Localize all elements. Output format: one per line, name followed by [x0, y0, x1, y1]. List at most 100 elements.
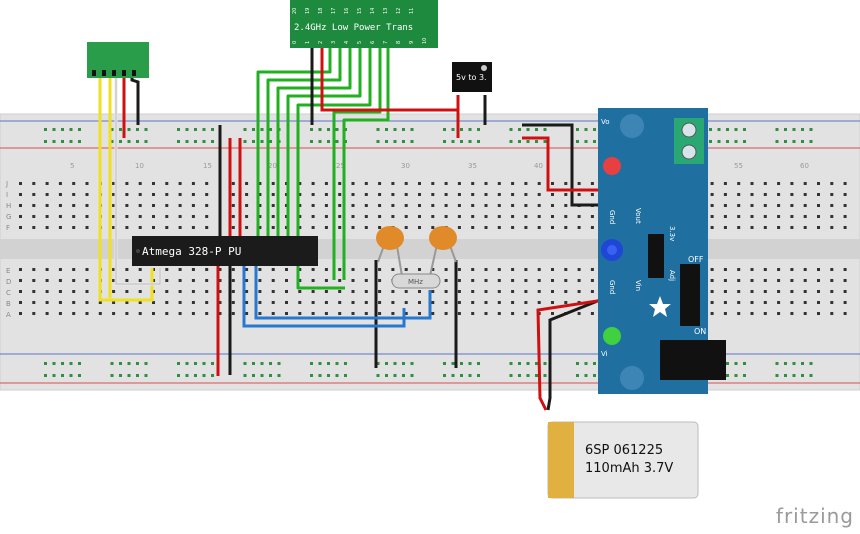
breadboard-hole: [351, 301, 355, 304]
breadboard-hole: [457, 290, 461, 293]
breadboard-hole: [327, 128, 330, 131]
breadboard-hole: [245, 215, 249, 218]
breadboard-hole: [784, 140, 787, 143]
breadboard-hole: [777, 301, 781, 304]
breadboard-hole: [72, 301, 76, 304]
row-letter-D: D: [6, 278, 11, 286]
breadboard-hole: [138, 312, 142, 315]
breadboard-hole: [271, 226, 275, 229]
breadboard-hole: [298, 290, 302, 293]
breadboard-hole: [590, 215, 594, 218]
breadboard-hole: [165, 268, 169, 271]
breadboard-hole: [391, 312, 395, 315]
breadboard-hole: [378, 279, 382, 282]
breadboard-hole: [509, 128, 513, 131]
breadboard-hole: [243, 140, 247, 143]
breadboard-hole: [243, 362, 247, 365]
breadboard-hole: [484, 226, 488, 229]
breadboard-hole: [590, 193, 594, 196]
breadboard-hole: [471, 204, 475, 207]
breadboard-hole: [584, 374, 588, 377]
breadboard-hole: [165, 193, 169, 196]
breadboard-hole: [564, 301, 568, 304]
breadboard-hole: [298, 215, 302, 218]
breadboard-hole: [271, 215, 275, 218]
breadboard-hole: [318, 374, 322, 377]
breadboard-hole: [32, 226, 36, 229]
radio-pin-label: 2: [318, 41, 324, 44]
breadboard-hole: [777, 226, 781, 229]
breadboard-hole: [584, 128, 588, 131]
breadboard-hole: [404, 268, 408, 271]
breadboard-hole: [178, 268, 182, 271]
breadboard-hole: [119, 128, 122, 131]
breadboard-hole: [78, 128, 81, 131]
radio-pin-label: 9: [409, 41, 415, 44]
breadboard-hole: [509, 140, 513, 143]
radio-pin-label: 18: [318, 8, 324, 14]
breadboard-hole: [471, 182, 475, 185]
breadboard-hole: [524, 301, 528, 304]
radio-pin-label: 10: [422, 38, 428, 44]
breadboard-hole: [45, 312, 49, 315]
breadboard-hole: [543, 140, 547, 143]
pm-vout: Vout: [634, 208, 642, 224]
breadboard-hole: [298, 301, 302, 304]
breadboard-hole: [511, 215, 515, 218]
breadboard-hole: [258, 226, 262, 229]
breadboard-hole: [391, 182, 395, 185]
breadboard-hole: [809, 128, 813, 131]
breadboard-hole: [269, 140, 272, 143]
breadboard-hole: [178, 301, 182, 304]
breadboard-hole: [324, 215, 328, 218]
breadboard-hole: [112, 215, 116, 218]
breadboard-hole: [511, 279, 515, 282]
breadboard-hole: [737, 182, 741, 185]
breadboard-hole: [723, 204, 727, 207]
breadboard-hole: [311, 215, 315, 218]
breadboard-hole: [551, 193, 554, 196]
breadboard-hole: [511, 193, 515, 196]
breadboard-hole: [112, 290, 116, 293]
row-letter-A: A: [6, 311, 11, 319]
breadboard-hole: [205, 301, 209, 304]
breadboard-hole: [85, 193, 89, 196]
breadboard-hole: [205, 215, 209, 218]
breadboard-hole: [717, 140, 721, 143]
breadboard-hole: [526, 140, 530, 143]
fritzing-logo: fritzing: [775, 504, 854, 528]
breadboard-hole: [205, 182, 209, 185]
breadboard-hole: [710, 301, 714, 304]
breadboard-hole: [364, 204, 368, 207]
breadboard-hole: [830, 290, 834, 293]
blue-wires: [242, 265, 432, 328]
breadboard-hole: [750, 301, 754, 304]
breadboard-hole: [364, 312, 368, 315]
breadboard-hole: [119, 362, 122, 365]
breadboard-hole: [245, 182, 249, 185]
col-number-40: 40: [534, 162, 543, 170]
pm-3v3: 3.3v: [668, 226, 676, 241]
breadboard-hole: [830, 226, 834, 229]
breadboard-hole: [564, 290, 568, 293]
breadboard-hole: [404, 182, 408, 185]
breadboard-hole: [138, 290, 142, 293]
breadboard-hole: [178, 215, 182, 218]
green-wires: [256, 40, 390, 290]
breadboard-hole: [457, 204, 461, 207]
breadboard-hole: [535, 374, 538, 377]
breadboard-hole: [551, 226, 554, 229]
breadboard-hole: [211, 374, 214, 377]
breadboard-hole: [763, 204, 767, 207]
breadboard-hole: [32, 301, 36, 304]
breadboard-hole: [497, 268, 501, 271]
breadboard-hole: [551, 279, 554, 282]
breadboard-hole: [45, 193, 49, 196]
breadboard-hole: [431, 193, 435, 196]
breadboard-hole: [61, 362, 64, 365]
breadboard-hole: [19, 312, 22, 315]
breadboard-hole: [391, 215, 395, 218]
breadboard-hole: [58, 215, 62, 218]
breadboard-hole: [524, 215, 528, 218]
breadboard-hole: [484, 268, 488, 271]
